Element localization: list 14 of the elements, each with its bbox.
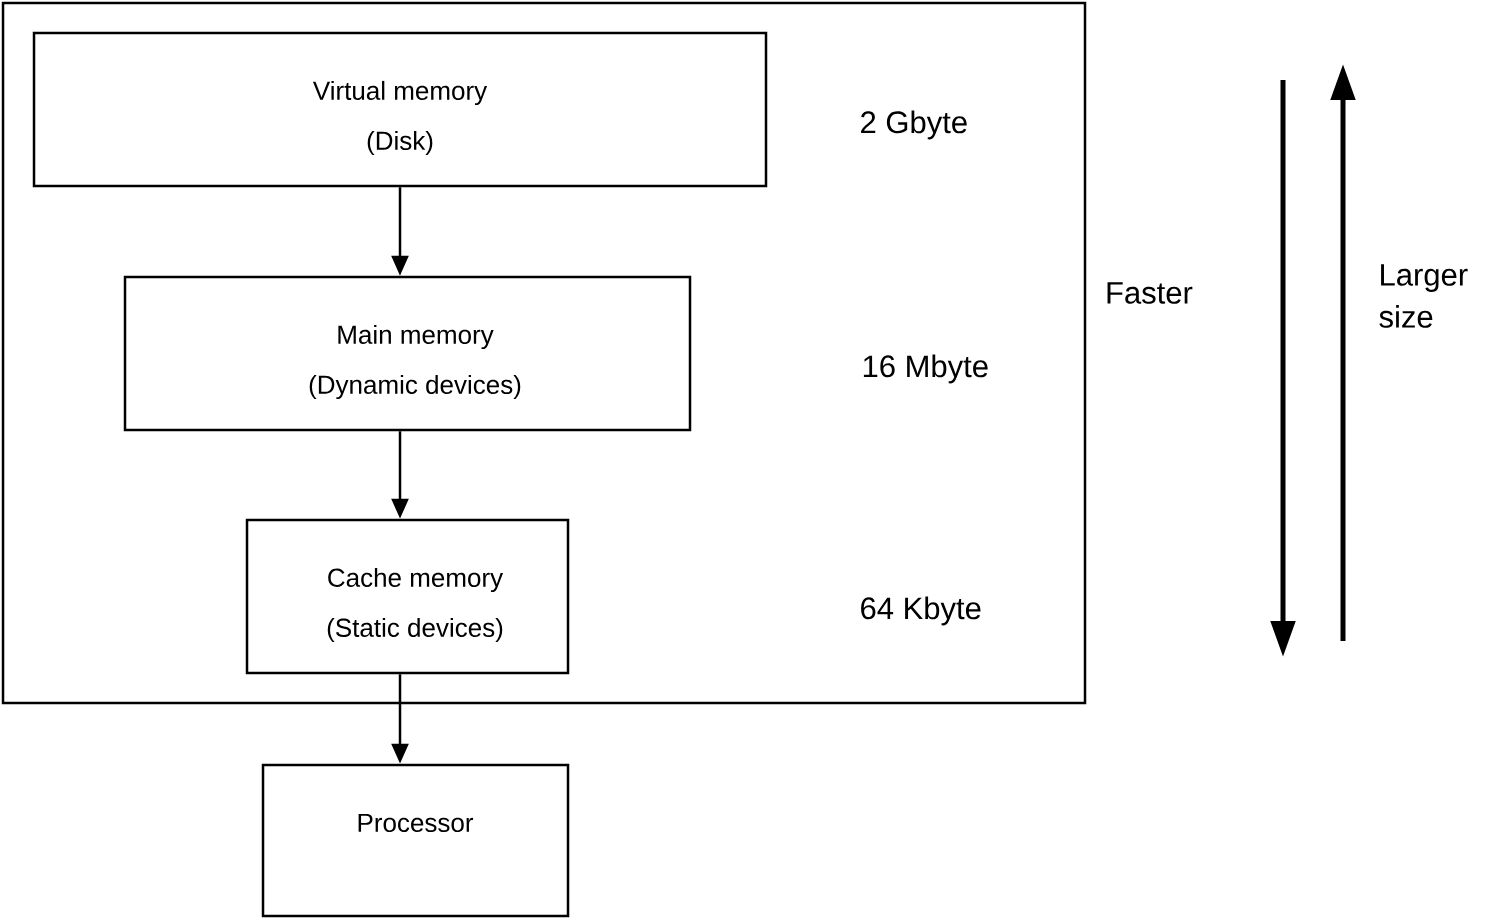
size-label: 64 Kbyte	[861, 596, 981, 626]
axis-label: Faster	[1107, 282, 1193, 304]
memory-box	[245, 518, 570, 675]
process-box	[261, 763, 570, 918]
size-label: 2 Gbyte	[861, 110, 967, 140]
memory-box	[32, 31, 768, 188]
axis-label: Larger size	[1379, 264, 1468, 328]
box-label: Virtual memory (Disk)	[312, 80, 488, 156]
frame-box	[1, 1, 1087, 705]
box-label: Processor	[358, 813, 474, 833]
box-label: Main memory (Dynamic devices)	[309, 324, 521, 400]
memory-box	[123, 275, 692, 432]
box-label: Cache memory (Static devices)	[327, 567, 504, 643]
size-label: 16 Mbyte	[863, 354, 988, 384]
